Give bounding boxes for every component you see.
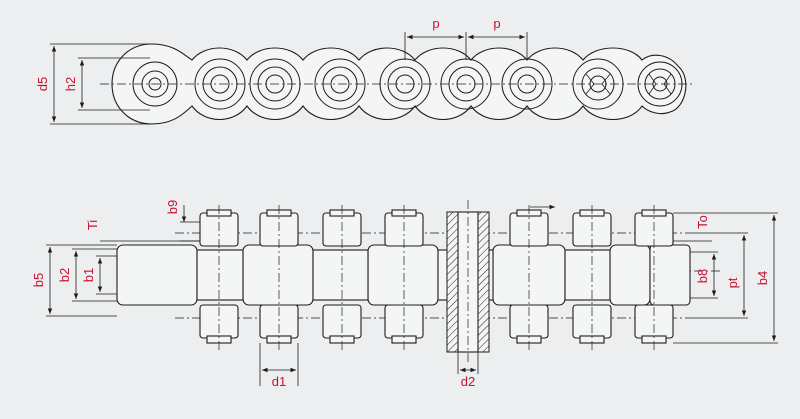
chain-side-view: d5 h2 p p <box>35 16 695 125</box>
label-d5: d5 <box>35 77 50 91</box>
roller-2 <box>194 58 246 110</box>
label-b1: b1 <box>81 268 96 282</box>
label-b8: b8 <box>695 269 710 283</box>
label-pt: pt <box>725 277 740 288</box>
outer-plate-1 <box>116 244 198 306</box>
label-b4: b4 <box>755 271 770 285</box>
label-d2: d2 <box>461 374 475 389</box>
label-p-1: p <box>432 16 439 31</box>
outer-plate-3 <box>367 244 439 306</box>
roller-4 <box>314 58 366 110</box>
pin-centerlines <box>218 205 655 350</box>
label-h2: h2 <box>63 77 78 91</box>
label-b2: b2 <box>57 268 72 282</box>
pins-bottom-row <box>199 304 674 344</box>
inner-link-1 <box>196 249 244 301</box>
label-to: To <box>695 215 710 229</box>
end-plate <box>649 244 691 306</box>
pins-top-row <box>199 209 674 247</box>
sectioned-pin <box>446 200 490 365</box>
roller-9-clip <box>637 61 683 107</box>
label-b9: b9 <box>165 200 180 214</box>
label-b5: b5 <box>31 273 46 287</box>
outer-plate-2 <box>242 244 314 306</box>
roller-1 <box>132 61 178 107</box>
label-d1: d1 <box>272 374 286 389</box>
roller-8-clip <box>572 58 624 110</box>
chain-top-view: b9 Ti b5 b2 b1 b4 pt b8 To <box>31 200 778 389</box>
roller-3 <box>249 58 301 110</box>
outer-plate-5 <box>609 244 651 306</box>
label-p-2: p <box>493 16 500 31</box>
inner-link-2 <box>312 249 369 301</box>
label-ti: Ti <box>85 220 100 230</box>
inner-link-4 <box>564 249 611 301</box>
